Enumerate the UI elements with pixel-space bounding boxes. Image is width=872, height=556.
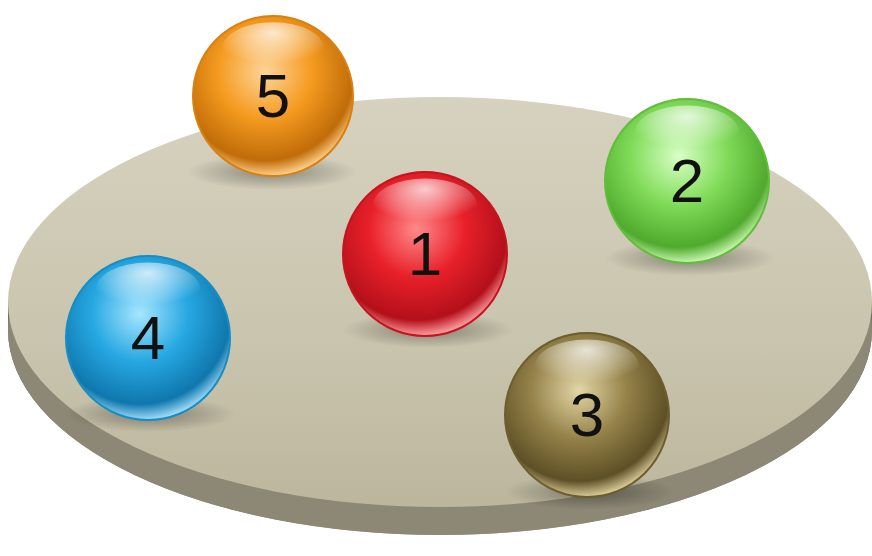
sphere-number: 1 [341,170,509,338]
numbered-sphere: 2 [603,97,771,265]
sphere-number: 4 [64,254,232,422]
sphere-number: 5 [191,14,355,178]
sphere-number: 3 [503,331,671,499]
numbered-sphere: 5 [191,14,355,178]
plate-top [8,97,872,507]
numbered-sphere: 3 [503,331,671,499]
numbered-sphere: 4 [64,254,232,422]
numbered-sphere: 1 [341,170,509,338]
sphere-number: 2 [603,97,771,265]
